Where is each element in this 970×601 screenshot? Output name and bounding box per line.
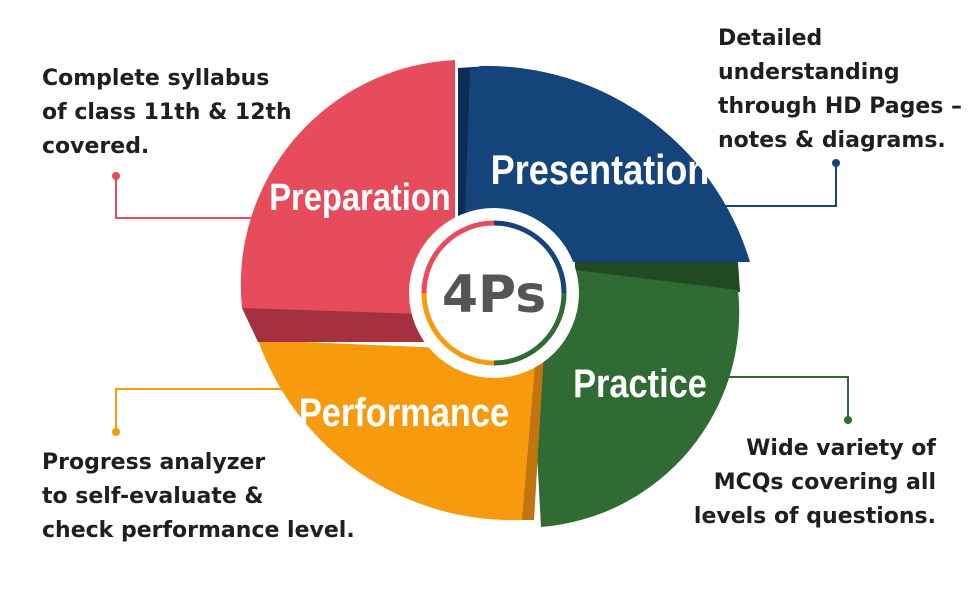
- center-badge: 4Ps: [409, 208, 579, 378]
- center-ring-performance: [421, 292, 495, 366]
- note-practice: Wide variety of MCQs covering all levels…: [694, 432, 936, 534]
- segment-performance: [258, 340, 544, 521]
- note-preparation-line: Complete syllabus: [42, 66, 270, 91]
- note-performance-line: check performance level.: [42, 518, 355, 543]
- note-performance: Progress analyzer to self-evaluate & che…: [42, 446, 355, 548]
- note-presentation-line: notes & diagrams.: [718, 128, 946, 153]
- note-practice-line: MCQs covering all: [713, 470, 936, 495]
- note-presentation-line: understanding: [718, 60, 900, 85]
- note-practice-line: Wide variety of: [746, 436, 936, 461]
- note-preparation-line: covered.: [42, 134, 150, 159]
- connector-practice: [714, 376, 852, 424]
- center-ring-presentation: [493, 220, 567, 294]
- center-label: 4Ps: [442, 265, 546, 325]
- segment-preparation-body: [240, 60, 455, 315]
- connector-presentation: [706, 159, 840, 207]
- note-presentation: Detailed understanding through HD Pages …: [718, 22, 962, 158]
- note-practice-line: levels of questions.: [693, 504, 936, 529]
- note-presentation-line: through HD Pages –: [718, 94, 963, 119]
- note-presentation-line: Detailed: [718, 26, 823, 51]
- segment-label-practice: Practice: [573, 361, 707, 406]
- segment-label-presentation: Presentation: [491, 148, 710, 194]
- center-badge-inner: [428, 227, 560, 359]
- note-performance-line: Progress analyzer: [42, 450, 266, 475]
- segment-preparation: [240, 60, 455, 342]
- segment-performance-body: [258, 340, 536, 521]
- note-performance-line: to self-evaluate &: [42, 484, 264, 509]
- center-ring-practice: [493, 292, 567, 366]
- connector-performance: [112, 388, 296, 436]
- connector-preparation: [112, 172, 254, 219]
- note-preparation-line: of class 11th & 12th: [42, 100, 292, 125]
- segment-practice-body: [532, 270, 740, 527]
- segment-label-performance: Performance: [299, 390, 509, 435]
- center-ring-preparation: [421, 220, 495, 294]
- segment-label-preparation: Preparation: [269, 176, 451, 219]
- segment-practice: [532, 262, 740, 527]
- note-preparation: Complete syllabus of class 11th & 12th c…: [42, 62, 292, 164]
